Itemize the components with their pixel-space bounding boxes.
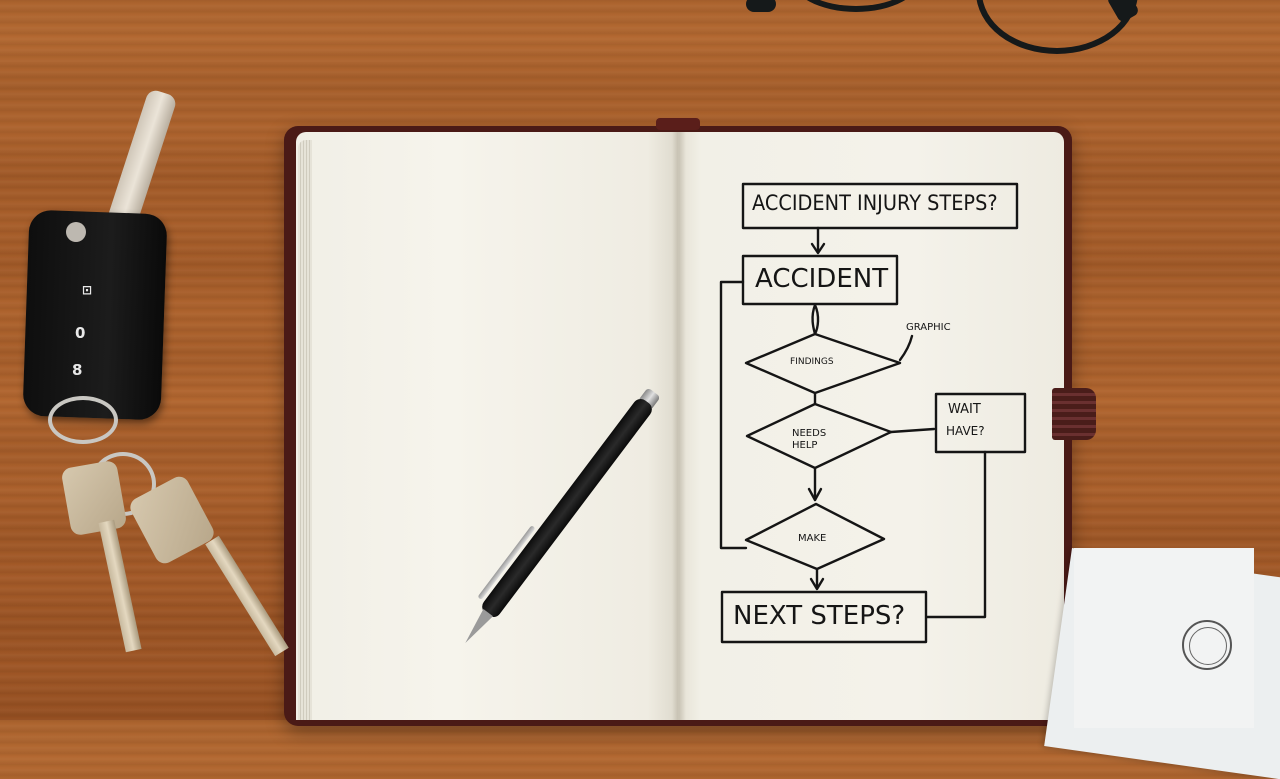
fob-trunk-button: ⊡ xyxy=(82,283,93,297)
eyeglasses xyxy=(740,0,1160,54)
notebook-right-page xyxy=(678,132,1064,720)
flowchart-side-box-line1: WAIT xyxy=(948,402,981,417)
key-1-head xyxy=(60,459,128,537)
flowchart-decision-3: MAKE xyxy=(798,533,827,544)
flowchart-decision-1: FINDINGS xyxy=(790,357,834,367)
paper-seal-stamp xyxy=(1182,620,1232,670)
page-edges xyxy=(298,140,312,720)
flowchart-title-box: ACCIDENT INJURY STEPS? xyxy=(752,191,998,215)
notebook-left-page xyxy=(296,132,678,720)
flowchart-side-box-line2: HAVE? xyxy=(946,424,985,438)
flowchart-side-note: GRAPHIC xyxy=(906,322,951,333)
car-key-fob xyxy=(22,209,168,421)
bookmark-ribbon xyxy=(656,118,700,130)
key-ring-1 xyxy=(48,396,118,444)
notebook-gutter xyxy=(672,132,686,720)
fob-unlock-button: 0 xyxy=(75,324,86,342)
flowchart-decision-2: NEEDS HELP xyxy=(792,428,827,451)
glasses-hinge-left xyxy=(746,0,776,12)
flowchart-lines xyxy=(719,182,1027,644)
fob-lock-button: 8 xyxy=(72,361,83,379)
elastic-strap xyxy=(1052,388,1096,440)
flowchart-start-box: ACCIDENT xyxy=(755,264,889,294)
flowchart-end-box: NEXT STEPS? xyxy=(733,601,906,631)
fob-release-button xyxy=(66,222,86,242)
